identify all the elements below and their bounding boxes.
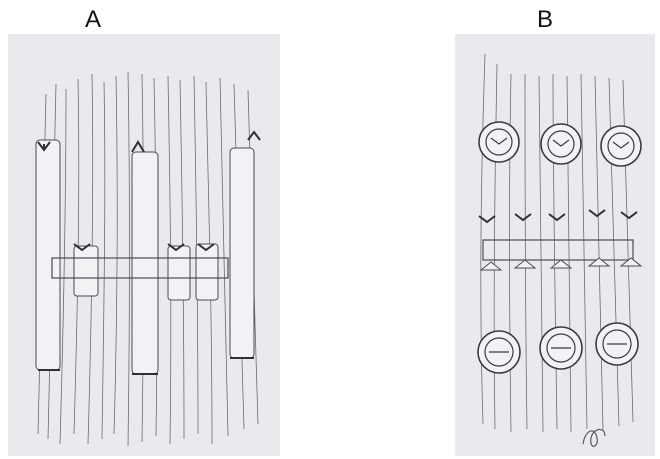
proximal-buttons-b bbox=[479, 122, 641, 166]
tendon-repair-illustration-b bbox=[455, 34, 655, 456]
panel-label-b: B bbox=[537, 6, 553, 34]
tendon-repair-illustration-a bbox=[8, 34, 280, 456]
paper-background-b bbox=[455, 34, 655, 456]
panel-label-a: A bbox=[85, 6, 101, 34]
